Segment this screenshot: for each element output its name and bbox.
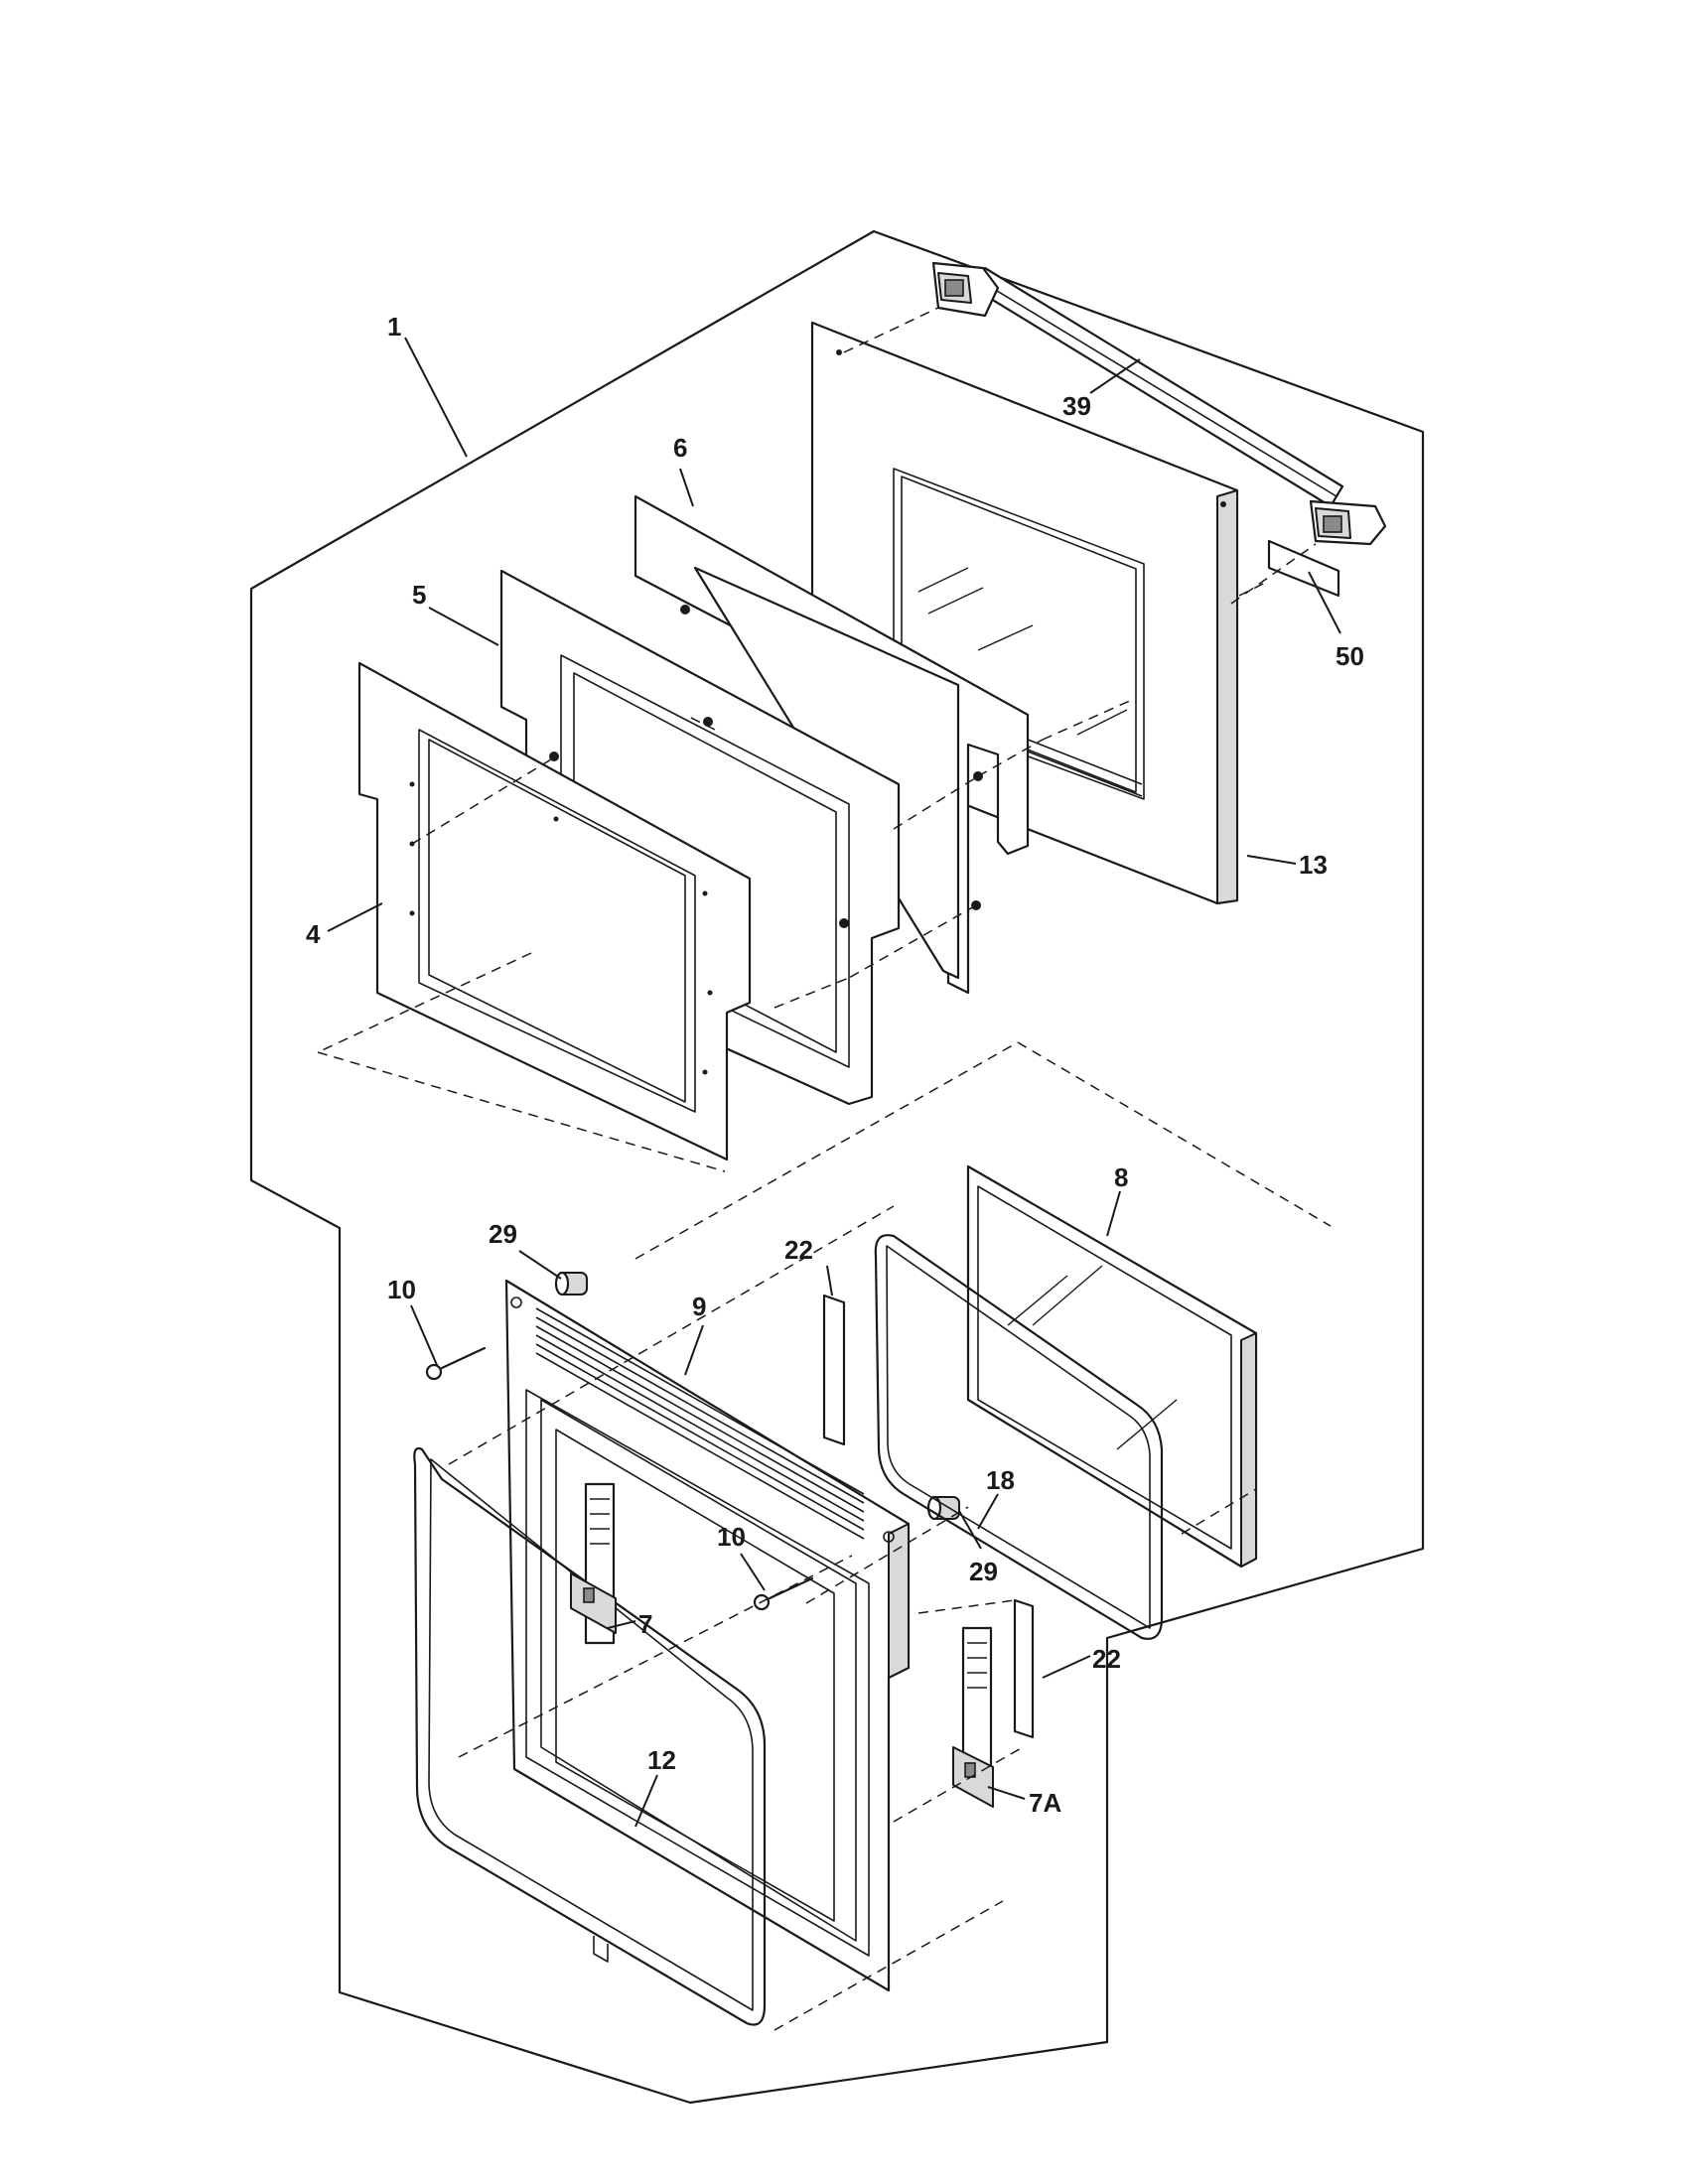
alignment-lines-upper xyxy=(317,307,1332,1260)
callout-5: 5 xyxy=(412,580,426,610)
part-12-gasket xyxy=(413,1446,767,2026)
callout-1: 1 xyxy=(387,312,401,341)
callout-50: 50 xyxy=(1336,641,1364,671)
callout-8: 8 xyxy=(1114,1162,1128,1192)
callout-6: 6 xyxy=(673,433,687,463)
part-39-handle xyxy=(931,261,1387,546)
callout-29-upper: 29 xyxy=(489,1219,517,1249)
callout-12: 12 xyxy=(647,1745,676,1775)
alignment-lines-lower xyxy=(448,1205,1257,2031)
callout-7: 7 xyxy=(638,1609,652,1639)
part-10-screw-upper xyxy=(425,1346,487,1381)
callout-18: 18 xyxy=(986,1465,1015,1495)
part-7A-hinge-right xyxy=(952,1626,994,1808)
callout-7A: 7A xyxy=(1029,1788,1061,1818)
leader-lines xyxy=(327,337,1341,1828)
callout-22-upper: 22 xyxy=(784,1235,813,1265)
callout-10-lower: 10 xyxy=(717,1522,746,1552)
vent-louvers xyxy=(535,1307,865,1540)
callout-29-lower: 29 xyxy=(969,1557,998,1586)
callout-39: 39 xyxy=(1062,391,1091,421)
part-50-trim-strip xyxy=(1267,539,1340,598)
part-22-strip-upper xyxy=(822,1294,846,1446)
callout-22-lower: 22 xyxy=(1092,1644,1121,1674)
part-4-front-frame xyxy=(357,661,752,1161)
part-8-glass-pack xyxy=(966,1164,1258,1569)
callout-9: 9 xyxy=(692,1292,706,1321)
part-18-gasket-ring xyxy=(874,1234,1164,1640)
callout-10-upper: 10 xyxy=(387,1275,416,1304)
part-9-door-liner xyxy=(504,1279,911,1992)
callout-4: 4 xyxy=(306,919,321,949)
part-7-hinge-left xyxy=(570,1482,617,1645)
assembly-boundary xyxy=(249,229,1425,2105)
part-29-bumper-upper xyxy=(554,1271,588,1297)
callout-13: 13 xyxy=(1299,850,1328,880)
part-22-strip-lower xyxy=(1013,1598,1035,1739)
callout-labels: 1 39 6 50 5 13 4 8 29 22 10 9 18 10 29 7… xyxy=(306,312,1364,1818)
